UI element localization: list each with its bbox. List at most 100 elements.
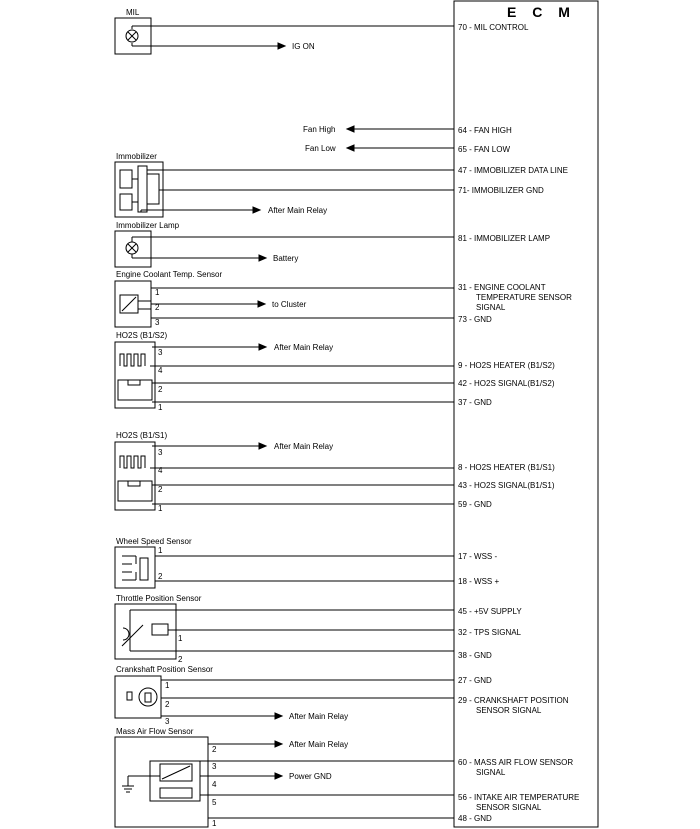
pin-number: 17	[458, 552, 467, 561]
pin-label: HO2S HEATER (B1/S2)	[470, 361, 556, 370]
pin-number: 43	[458, 481, 467, 490]
maf-component	[114, 736, 454, 828]
wheel-speed-label: Wheel Speed Sensor	[116, 537, 192, 546]
ckp-terminals: 1 2 3	[165, 681, 170, 726]
terminal-number: 2	[165, 700, 170, 709]
pin-label: MIL CONTROL	[474, 23, 529, 32]
pin-label: IMMOBILIZER DATA LINE	[474, 166, 568, 175]
pin-label: GND	[474, 651, 492, 660]
ecm-pin-labels: 70 - MIL CONTROL 64 - FAN HIGH 65 - FAN …	[458, 23, 579, 823]
mil-component	[114, 17, 454, 55]
dest-after-main-relay: After Main Relay	[274, 442, 333, 451]
terminal-number: 4	[158, 466, 163, 475]
ecm-title: E C M	[507, 4, 576, 20]
ho2s-b1s2-terminals: 3 4 2 1	[158, 348, 163, 412]
pin-label-line2: SENSOR SIGNAL	[476, 706, 542, 715]
ect-sensor-label: Engine Coolant Temp. Sensor	[116, 270, 222, 279]
dest-to-cluster: to Cluster	[272, 300, 307, 309]
rotation-arrow-icon	[122, 627, 130, 641]
dest-after-main-relay: After Main Relay	[289, 740, 348, 749]
pin-label: IMMOBILIZER GND	[472, 186, 544, 195]
pin-label: HO2S HEATER (B1/S1)	[470, 463, 556, 472]
svg-text:27 - GND: 27 - GND	[458, 676, 492, 685]
arrow-right-icon	[252, 206, 262, 214]
pin-label: GND	[474, 500, 492, 509]
svg-text:73 - GND: 73 - GND	[458, 315, 492, 324]
arrow-right-icon	[257, 300, 267, 308]
svg-text:29 - CRANKSHAFT POSITION: 29 - CRANKSHAFT POSITION	[458, 696, 569, 705]
pin-number: 29	[458, 696, 467, 705]
pin-label-line2: SENSOR SIGNAL	[476, 803, 542, 812]
pin-label: CRANKSHAFT POSITION	[474, 696, 569, 705]
arrow-right-icon	[274, 772, 284, 780]
heater-icon	[119, 353, 146, 367]
arrow-right-icon	[258, 254, 268, 262]
tps-label: Throttle Position Sensor	[116, 594, 202, 603]
svg-text:42 - HO2S SIGNAL(B1/S2): 42 - HO2S SIGNAL(B1/S2)	[458, 379, 555, 388]
ho2s-b1s2-component	[114, 341, 454, 409]
ho2s-b1s1-label: HO2S (B1/S1)	[116, 431, 167, 440]
terminal-number: 3	[158, 448, 163, 457]
pin-number: 9	[458, 361, 463, 370]
wss-terminals: 1 2	[158, 546, 163, 581]
svg-text:60 - MASS AIR FLOW SENSOR: 60 - MASS AIR FLOW SENSOR	[458, 758, 573, 767]
wheel-speed-component	[114, 546, 454, 589]
pin-label: HO2S SIGNAL(B1/S1)	[474, 481, 555, 490]
lamp-icon	[125, 29, 139, 43]
svg-text:38 - GND: 38 - GND	[458, 651, 492, 660]
svg-text:9 - HO2S HEATER (B1/S2): 9 - HO2S HEATER (B1/S2)	[458, 361, 555, 370]
dest-power-gnd: Power GND	[289, 772, 332, 781]
ckp-label: Crankshaft Position Sensor	[116, 665, 213, 674]
ckp-component	[114, 675, 454, 720]
pin-number: 65	[458, 145, 467, 154]
arrow-right-icon	[258, 442, 268, 450]
pin-label: TPS SIGNAL	[474, 628, 522, 637]
terminal-number: 3	[212, 762, 217, 771]
terminal-number: 1	[158, 504, 163, 513]
thermistor-icon	[119, 294, 139, 314]
svg-text:70 - MIL CONTROL: 70 - MIL CONTROL	[458, 23, 529, 32]
pin-label: FAN LOW	[474, 145, 510, 154]
pin-label-line2: TEMPERATURE SENSOR	[476, 293, 572, 302]
pin-number: 81	[458, 234, 467, 243]
terminal-number: 3	[165, 717, 170, 726]
pin-number: 70	[458, 23, 467, 32]
ho2s-b1s1-terminals: 3 4 2 1	[158, 448, 163, 513]
terminal-number: 4	[158, 366, 163, 375]
terminal-number: 1	[158, 546, 163, 555]
immobilizer-label: Immobilizer	[116, 152, 157, 161]
hot-film-icon	[159, 763, 193, 782]
terminal-number: 2	[212, 745, 217, 754]
terminal-number: 2	[158, 572, 163, 581]
terminal-number: 2	[158, 485, 163, 494]
svg-text:32 - TPS SIGNAL: 32 - TPS SIGNAL	[458, 628, 522, 637]
terminal-number: 1	[158, 403, 163, 412]
arrow-left-icon	[345, 125, 355, 133]
pin-number: 27	[458, 676, 467, 685]
dest-battery: Battery	[273, 254, 298, 263]
svg-text:81 - IMMOBILIZER LAMP: 81 - IMMOBILIZER LAMP	[458, 234, 550, 243]
pin-number: 64	[458, 126, 467, 135]
pin-label: HO2S SIGNAL(B1/S2)	[474, 379, 555, 388]
svg-text:48 - GND: 48 - GND	[458, 814, 492, 823]
terminal-number: 2	[178, 655, 183, 664]
svg-text:64 - FAN HIGH: 64 - FAN HIGH	[458, 126, 512, 135]
pin-number: 42	[458, 379, 467, 388]
pin-number: 56	[458, 793, 467, 802]
pin-number: 45	[458, 607, 467, 616]
pin-number: 73	[458, 315, 467, 324]
immobilizer-lamp-label: Immobilizer Lamp	[116, 221, 180, 230]
pin-label: FAN HIGH	[474, 126, 512, 135]
pin-label: +5V SUPPLY	[474, 607, 522, 616]
dest-after-main-relay: After Main Relay	[289, 712, 348, 721]
pin-label: ENGINE COOLANT	[474, 283, 546, 292]
arrow-right-icon	[258, 343, 268, 351]
pin-number: 37	[458, 398, 467, 407]
thermistor-icon	[159, 787, 193, 799]
pin-label: WSS +	[474, 577, 499, 586]
pin-number: 38	[458, 651, 467, 660]
pin-label-line2: SIGNAL	[476, 768, 506, 777]
pin-label: GND	[474, 676, 492, 685]
ho2s-b1s2-label: HO2S (B1/S2)	[116, 331, 167, 340]
svg-text:17 - WSS -: 17 - WSS -	[458, 552, 497, 561]
